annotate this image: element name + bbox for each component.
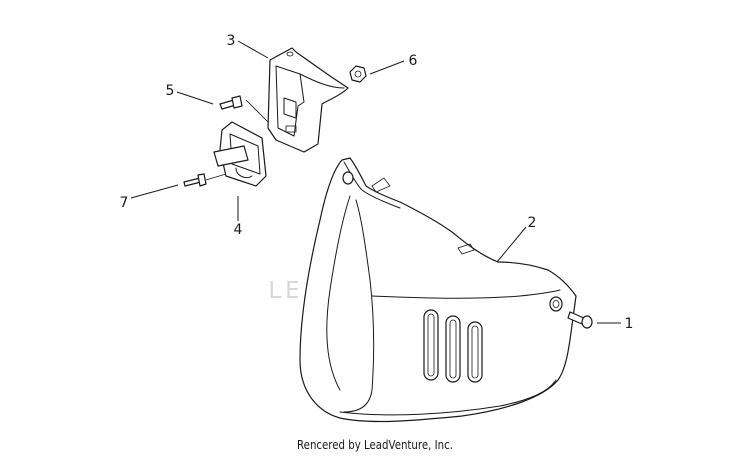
cover-mount-hole-side (549, 296, 563, 312)
part-1-screw[interactable] (567, 311, 593, 329)
bracket-arm (299, 73, 345, 89)
nut-body (349, 65, 367, 83)
cover-vent-slot-inner (427, 313, 435, 377)
cover-top-tab (371, 177, 391, 193)
callout-7[interactable]: 7 (120, 195, 129, 211)
cover-side-tab (457, 243, 475, 255)
cover-vent-slot (423, 309, 439, 381)
callout-2[interactable]: 2 (528, 215, 537, 231)
leader-7 (130, 184, 179, 199)
cover-mount-hole-top (342, 171, 354, 185)
cover-inner-ridge (326, 195, 351, 391)
cover-vent-slot-inner (449, 319, 457, 379)
part-5-bolt[interactable] (219, 95, 243, 110)
footer-credit: Rencered by LeadVenture, Inc. (297, 438, 453, 452)
leader-5 (176, 91, 214, 105)
bolt-head (231, 95, 243, 109)
callout-3[interactable]: 3 (227, 33, 236, 49)
bracket-clip (285, 125, 297, 133)
screw-head (581, 315, 593, 329)
clamp-lever (213, 145, 249, 167)
part-4-clamp[interactable] (213, 121, 267, 187)
part-3-bracket[interactable] (267, 47, 349, 153)
leader-2 (496, 226, 527, 263)
assembly-line-screw (205, 173, 227, 181)
cover-lower-edge (339, 379, 557, 416)
callout-4[interactable]: 4 (234, 222, 243, 238)
cover-vent-slot-inner (471, 325, 479, 379)
callout-1[interactable]: 1 (625, 316, 634, 332)
leader-3 (237, 40, 269, 59)
nut-hole (354, 70, 362, 78)
leader-lines (130, 40, 621, 324)
bracket-slot (283, 97, 297, 119)
cover-vent-slot (445, 315, 461, 383)
cover-side-panel (343, 199, 375, 413)
cover-top-flange (343, 161, 401, 209)
cover-edge-line (371, 289, 561, 299)
bracket-top-hole (286, 51, 294, 57)
cover-mount-hole-side-inner (552, 300, 560, 308)
part-2-cover[interactable] (299, 157, 577, 423)
leader-6 (369, 60, 405, 75)
callout-5[interactable]: 5 (166, 83, 175, 99)
part-7-screw[interactable] (183, 173, 207, 187)
assembly-line-bolt (245, 99, 269, 123)
cover-outline (299, 157, 577, 423)
screw-7-head (197, 173, 207, 187)
part-6-nut[interactable] (349, 65, 367, 83)
clamp-saddle (235, 167, 253, 179)
callout-labels: 1 2 3 4 5 6 7 (120, 33, 634, 332)
cover-vent-slot (467, 321, 483, 383)
callout-6[interactable]: 6 (409, 53, 418, 69)
bracket-outline (267, 47, 349, 153)
